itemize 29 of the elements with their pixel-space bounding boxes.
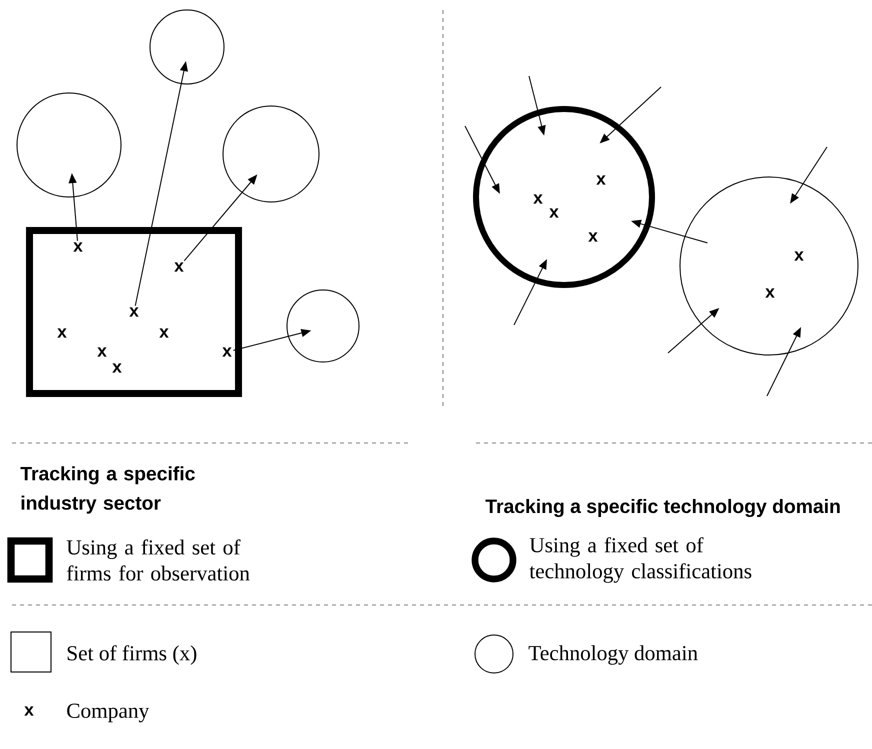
legend-text: Company [67, 704, 150, 722]
company-mark: x [765, 288, 775, 298]
circle [222, 106, 320, 202]
legend-text: Using a fixed set of technology classifications [529, 537, 752, 583]
company-mark: x [112, 363, 122, 373]
legend-text: Set of firms (x) [68, 645, 196, 665]
company-mark: x [129, 307, 139, 317]
legend-text: Using a fixed set of firms for observation [66, 539, 250, 581]
thick-circle [473, 106, 655, 288]
company-mark: x [159, 328, 169, 338]
company-mark: x [57, 328, 67, 338]
legend-text: Technology domain [528, 645, 698, 665]
legend-heading: Tracking a specific technology domain [485, 498, 840, 518]
company-mark: x [73, 242, 83, 252]
company-mark: x [222, 347, 232, 357]
circle [16, 92, 122, 198]
company-mark: x [97, 347, 107, 357]
thick-box [26, 227, 242, 397]
circle [286, 290, 360, 362]
company-mark: x [174, 262, 184, 272]
legend-heading: Tracking a specific industry sector [20, 466, 195, 514]
legend-symbol: x [24, 706, 34, 716]
company-mark: x [533, 194, 543, 204]
circle [150, 10, 224, 84]
circle [680, 176, 858, 356]
company-mark: x [794, 251, 804, 261]
company-mark: x [588, 232, 598, 242]
company-mark: x [549, 208, 559, 218]
company-mark: x [596, 175, 606, 185]
